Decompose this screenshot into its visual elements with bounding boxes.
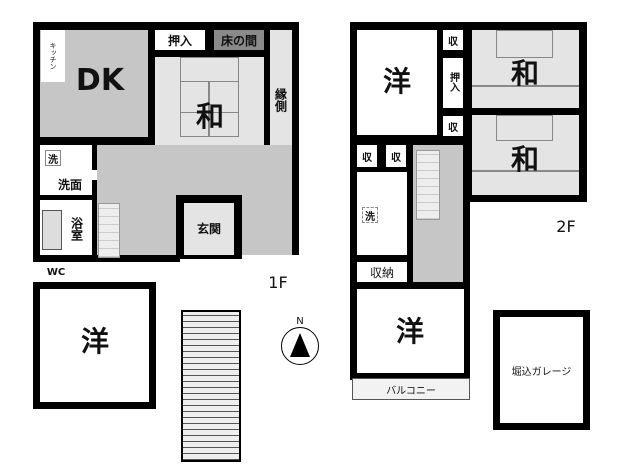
stairs-1f	[98, 203, 120, 258]
tokonoma	[214, 30, 264, 50]
gap2	[470, 202, 500, 282]
bath-label: 浴室	[69, 217, 84, 241]
wc	[40, 262, 92, 282]
senmen-room	[40, 145, 92, 195]
storage-d-label: 収	[391, 152, 401, 164]
washitsu-2f-2-label: 和	[510, 143, 539, 176]
youshitsu-2f-1	[357, 30, 437, 135]
stairs-2f	[416, 150, 440, 220]
youshitsu-1f-label: 洋	[80, 325, 109, 358]
gap	[90, 170, 97, 180]
balcony	[352, 378, 470, 400]
compass-label: N	[296, 315, 304, 327]
youshitsu-1f	[40, 289, 149, 402]
north-arrow-icon	[281, 327, 319, 365]
garage-label: 堀込ガレージ	[511, 366, 572, 378]
youshitsu-2f-2-label: 洋	[395, 315, 424, 348]
kitchen-label: キッチン	[49, 42, 57, 70]
washitsu-2f-1-label: 和	[510, 57, 539, 90]
oshiire-2f-label: 押入	[447, 72, 459, 92]
storage-a-label: 収	[448, 36, 458, 48]
engawa	[270, 30, 292, 166]
storage-b	[443, 116, 463, 136]
storage-b-label: 収	[448, 122, 458, 134]
washitsu-2f-2	[472, 115, 579, 195]
oshiire-1f-label: 押入	[167, 33, 192, 48]
engawa-label: 縁側	[273, 88, 288, 112]
exterior-stairs	[181, 310, 241, 462]
senmen-label: 洗面	[57, 177, 82, 192]
washitsu-1f-label: 和	[195, 100, 224, 133]
storage-a	[443, 30, 463, 50]
storage-c	[357, 145, 377, 167]
dk-label: DK	[75, 62, 125, 98]
kitchen-area	[41, 30, 65, 82]
genkan-label: 玄関	[196, 221, 221, 236]
oshiire-2f	[443, 58, 463, 108]
tokonoma-label: 床の間	[220, 33, 257, 48]
senmen-2f	[357, 172, 407, 255]
storage-d	[386, 145, 406, 167]
washitsu-2f-1	[472, 30, 579, 108]
floor1-label: 1F	[268, 272, 288, 292]
oshiire-1f	[155, 30, 205, 50]
floor2-label: 2F	[556, 216, 576, 236]
shuunou	[357, 262, 407, 282]
washer-2f: 洗	[362, 207, 378, 223]
balcony-label: バルコニー	[386, 385, 436, 397]
youshitsu-2f-1-label: 洋	[382, 65, 411, 98]
youshitsu-2f-2	[357, 289, 464, 373]
bathtub	[42, 210, 62, 250]
garage	[493, 310, 590, 430]
storage-c-label: 収	[362, 152, 372, 164]
genkan	[184, 203, 234, 255]
wc-label: WC	[46, 266, 66, 278]
shuunou-label: 収納	[369, 265, 394, 280]
washer-1f: 洗	[45, 150, 61, 166]
outside-gap	[180, 255, 300, 285]
